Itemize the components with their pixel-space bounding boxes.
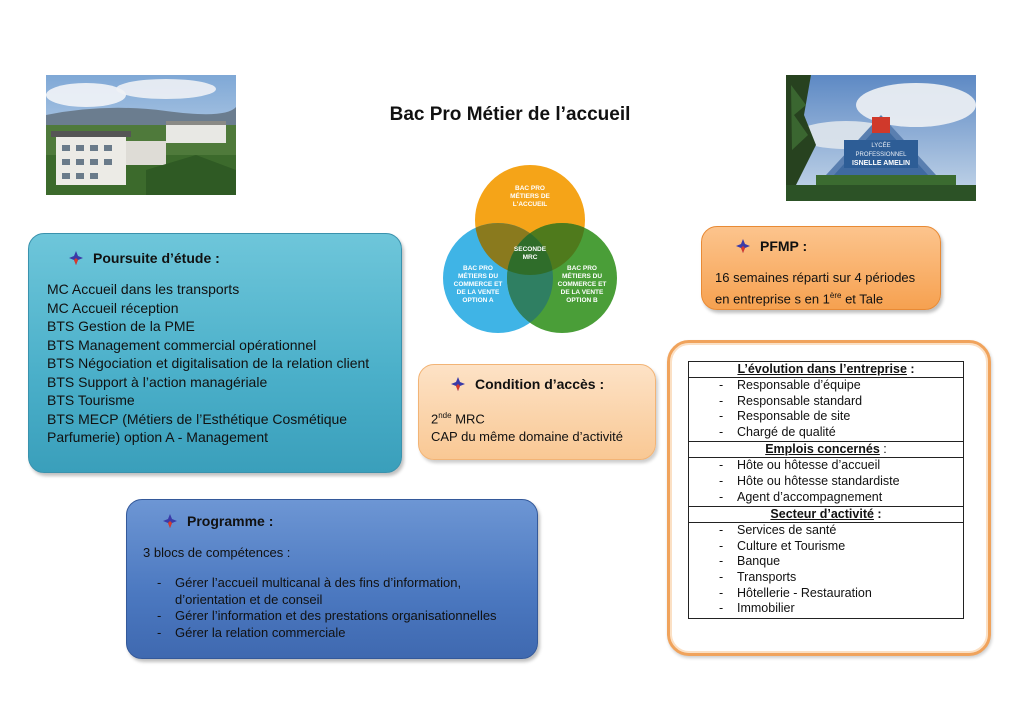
list-item: -Culture et Tourisme [719,538,846,553]
list-item: BTS Négociation et digitalisation de la … [47,355,370,371]
campus-photo-illustration [46,75,236,195]
list-item: -Chargé de qualité [719,424,836,439]
school-sign-illustration: LYCÉE PROFESSIONNEL ISNELLE AMELIN [786,75,976,201]
list-item: - Gérer la relation commerciale [157,625,497,642]
evolution-heading: L’évolution dans l’entreprise : [689,362,963,378]
star-bullet-icon [163,514,177,528]
list-item: MC Accueil dans les transports [47,281,240,297]
list-item: Parfumerie) option A - Management [47,429,269,445]
list-item: -Transports [719,569,797,584]
list-item: -Responsable de site [719,409,851,424]
list-item: -Hôtellerie - Restauration [719,585,872,600]
list-item: -Banque [719,554,781,569]
poursuite-heading: Poursuite d’étude : [69,250,220,266]
school-sign-photo: LYCÉE PROFESSIONNEL ISNELLE AMELIN [786,75,976,201]
dash-marker: - [157,624,162,640]
venn-left-label-3: COMMERCE ET [454,281,503,288]
condition-lines: 2nde MRC CAP du même domaine d’activité [431,407,623,446]
venn-top-label-1: BAC PRO [515,185,545,192]
pfmp-heading-text: PFMP : [760,238,808,254]
programme-heading-text: Programme : [187,513,274,529]
sign-line-3: ISNELLE AMELIN [852,160,910,167]
pfmp-line-2: en entreprise s en 1ère et Tale [715,291,884,307]
sign-line-1: LYCÉE [871,142,890,149]
list-item-line: Gérer l’information et des prestations o… [175,608,497,623]
list-item: BTS Support à l’action managériale [47,373,268,390]
venn-left-label-5: OPTION A [462,297,493,304]
evolution-box: L’évolution dans l’entreprise : -Respons… [667,340,991,656]
list-item-line: Gérer l’accueil multicanal à des fins d’… [175,575,462,590]
list-item: -Hôte ou hôtesse d’accueil [719,458,881,473]
condition-heading-text: Condition d’accès : [475,376,605,392]
star-bullet-icon [451,377,465,391]
venn-center-label-1: SECONDE [514,246,547,253]
condition-line-2: CAP du même domaine d’activité [431,429,623,445]
secteur-heading: Secteur d’activité : [689,507,963,524]
list-item: -Responsable standard [719,393,863,408]
star-bullet-icon [736,239,750,253]
evolution-list: -Responsable d’équipe -Responsable stand… [689,378,963,443]
list-item: -Responsable d’équipe [719,378,861,392]
secteur-list: -Services de santé -Culture et Tourisme … [689,523,963,618]
pfmp-line-1: 16 semaines réparti sur 4 périodes [715,270,916,285]
list-item: -Agent d’accompagnement [719,489,883,504]
programme-intro: 3 blocs de compétences : [143,545,291,560]
venn-overlap-top-right [507,223,585,275]
pfmp-heading: PFMP : [736,238,807,254]
list-item-line: Gérer la relation commerciale [175,624,346,640]
venn-top-label-3: L'ACCUEIL [513,201,547,208]
pfmp-lines: 16 semaines réparti sur 4 périodes en en… [715,269,915,308]
condition-heading: Condition d’accès : [451,376,604,392]
star-bullet-icon [69,251,83,265]
list-item: - Gérer l’accueil multicanal à des fins … [157,575,497,608]
poursuite-etude-box: Poursuite d’étude : MC Accueil dans les … [28,233,402,473]
list-item: BTS Management commercial opérationnel [47,336,317,353]
dash-marker: - [157,575,162,590]
list-item-line: d’orientation et de conseil [175,591,323,607]
emplois-list: -Hôte ou hôtesse d’accueil -Hôte ou hôte… [689,458,963,508]
venn-overlap-top-left [475,223,553,275]
pfmp-box: PFMP : 16 semaines réparti sur 4 période… [701,226,941,310]
list-item: MC Accueil réception [47,299,179,316]
emplois-heading: Emplois concernés : [689,442,963,459]
programme-heading: Programme : [163,513,273,529]
condition-line-1: 2nde MRC [431,411,485,427]
venn-right-label-5: OPTION B [566,297,598,304]
condition-acces-box: Condition d’accès : 2nde MRC CAP du même… [418,364,656,460]
list-item: BTS Gestion de la PME [47,318,195,334]
list-item: -Hôte ou hôtesse standardiste [719,473,900,488]
list-item: BTS Tourisme [47,392,135,408]
venn-left-label-1: BAC PRO [463,265,493,272]
poursuite-heading-text: Poursuite d’étude : [93,250,220,266]
dash-marker: - [157,608,162,623]
venn-center-label-2: MRC [523,254,538,261]
programme-list: - Gérer l’accueil multicanal à des fins … [157,575,497,641]
list-item: -Immobilier [719,601,795,616]
list-item: -Services de santé [719,523,837,538]
venn-left-label-4: DE LA VENTE [457,289,500,296]
list-item: - Gérer l’information et des prestations… [157,608,497,625]
venn-top-label-2: MÉTIERS DE [510,191,550,200]
venn-right-label-2: MÉTIERS DU [562,271,602,280]
page-title: Bac Pro Métier de l’accueil [389,104,631,125]
venn-right-label-4: DE LA VENTE [561,289,604,296]
poursuite-list: MC Accueil dans les transports MC Accuei… [47,280,369,447]
evolution-table: L’évolution dans l’entreprise : -Respons… [688,361,964,619]
venn-left-label-2: MÉTIERS DU [458,271,498,280]
campus-photo [46,75,236,195]
venn-diagram: BAC PRO MÉTIERS DE L'ACCUEIL BAC PRO MÉT… [440,163,620,335]
sign-line-2: PROFESSIONNEL [855,152,907,158]
list-item: BTS MECP (Métiers de l’Esthétique Cosmét… [47,410,348,427]
venn-right-label-1: BAC PRO [567,265,597,272]
venn-right-label-3: COMMERCE ET [558,281,607,288]
programme-box: Programme : 3 blocs de compétences : - G… [126,499,538,659]
